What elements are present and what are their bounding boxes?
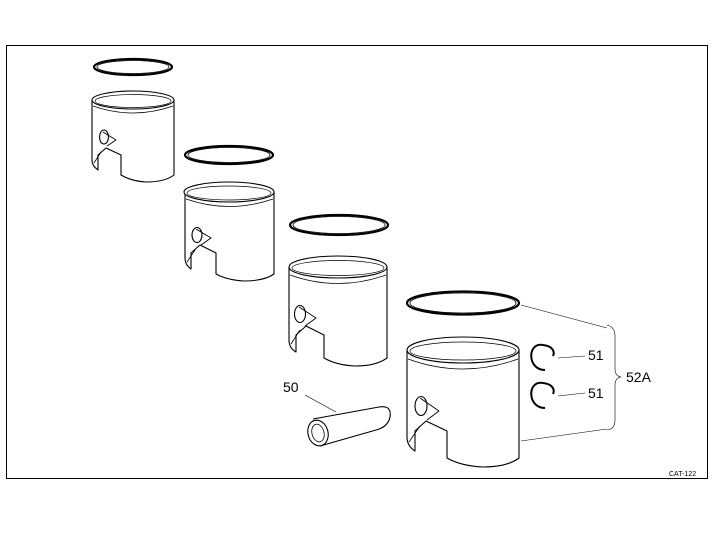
piston-ring-3 — [288, 213, 390, 237]
callout-51-bottom: 51 — [588, 385, 604, 401]
circlip-top — [530, 343, 555, 371]
catalog-code: CAT-122 — [669, 471, 696, 478]
kit-bracket — [520, 304, 622, 442]
piston-ring-2 — [183, 144, 275, 166]
piston-4 — [406, 336, 520, 468]
piston-3 — [288, 255, 388, 367]
circlip-bottom — [530, 381, 555, 409]
callout-52a: 52A — [626, 369, 652, 385]
callout-50: 50 — [283, 379, 299, 395]
piston-ring-4 — [405, 290, 521, 316]
leader-line-51-top — [557, 355, 586, 359]
piston-1 — [91, 90, 175, 183]
piston-ring-1 — [92, 57, 174, 77]
callout-51-top: 51 — [588, 347, 604, 363]
leader-line-51-bottom — [557, 392, 586, 397]
piston-pin — [307, 406, 391, 447]
leader-line-50 — [304, 394, 337, 413]
piston-2 — [183, 181, 275, 282]
